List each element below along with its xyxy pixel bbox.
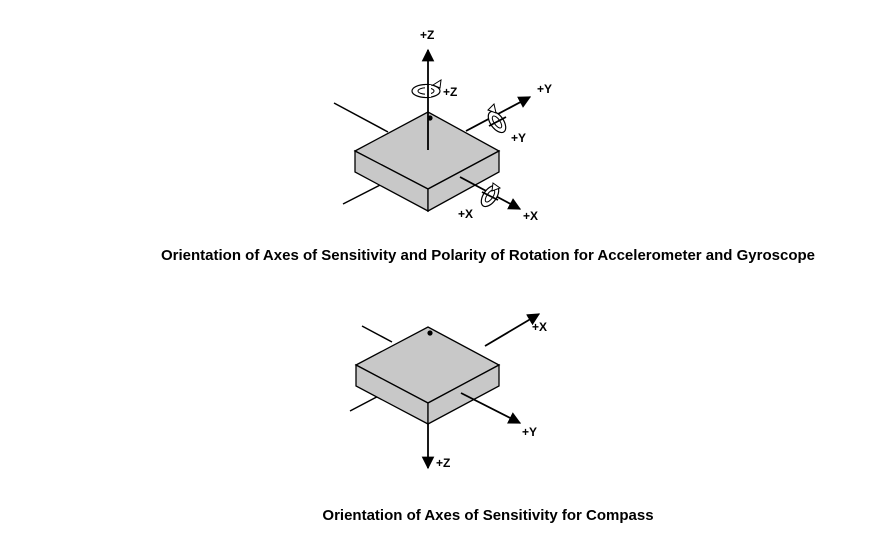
compass-diagram: +X +Y +Z xyxy=(349,313,547,470)
y-rotation-label: +Y xyxy=(511,131,526,145)
compass-y-axis-label: +Y xyxy=(522,425,537,439)
y-rotation-icon xyxy=(487,103,507,134)
x-rotation-label: +X xyxy=(458,207,473,221)
compass-y-axis-arrow xyxy=(460,392,522,424)
y-axis-label: +Y xyxy=(537,82,552,96)
compass-pin1-dot xyxy=(427,330,433,336)
compass-x-axis-label: +X xyxy=(532,320,547,334)
z-rotation-label: +Z xyxy=(443,85,457,99)
chip-right-face xyxy=(427,149,500,213)
accel-gyro-caption: Orientation of Axes of Sensitivity and P… xyxy=(160,247,816,264)
compass-z-axis-label: +Z xyxy=(436,456,450,470)
x-rotation-icon xyxy=(480,182,502,208)
chip-package xyxy=(353,111,501,213)
compass-x-axis-arrow xyxy=(484,313,541,347)
back-axis-line-upper xyxy=(333,102,389,133)
compass-back-axis-upper xyxy=(361,325,393,343)
compass-chip-package xyxy=(354,326,501,426)
x-axis-label: +X xyxy=(523,209,538,223)
compass-caption: Orientation of Axes of Sensitivity for C… xyxy=(322,507,654,524)
z-axis-label: +Z xyxy=(420,28,434,42)
accel-gyro-diagram: +Z +Z +Y +Y +X +X xyxy=(333,28,552,223)
z-rotation-icon xyxy=(411,79,442,99)
